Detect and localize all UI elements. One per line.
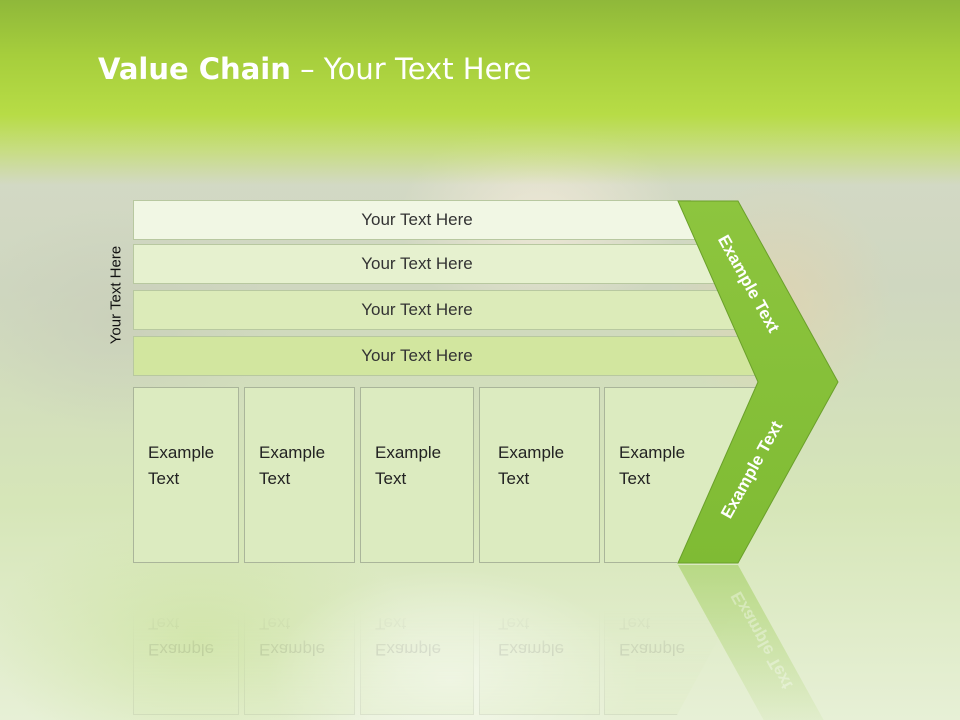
slide-title: Value Chain – Your Text Here bbox=[98, 52, 532, 86]
box-2-line1: Example bbox=[259, 443, 326, 462]
reflection-2: Example Text bbox=[244, 565, 355, 715]
reflection-1-line1: Example bbox=[148, 640, 215, 659]
bar-4-label: Your Text Here bbox=[361, 346, 473, 365]
reflection-4: Example Text bbox=[479, 565, 600, 715]
bar-4: Your Text Here bbox=[133, 336, 785, 376]
box-2-line2: Text bbox=[259, 469, 291, 488]
reflection-3-line2: Text bbox=[375, 614, 407, 633]
reflection-5-line2: Text bbox=[619, 614, 651, 633]
box-1-line2: Text bbox=[148, 469, 180, 488]
reflection-5-line1: Example bbox=[619, 640, 686, 659]
reflection-1-line2: Text bbox=[148, 614, 180, 633]
bar-1-label: Your Text Here bbox=[361, 210, 473, 229]
bar-3-label: Your Text Here bbox=[361, 300, 473, 319]
reflection-2-line2: Text bbox=[259, 614, 291, 633]
bar-2: Your Text Here bbox=[133, 244, 737, 284]
header-band bbox=[0, 0, 960, 185]
box-5-line2: Text bbox=[619, 469, 651, 488]
bar-1: Your Text Here bbox=[133, 200, 713, 240]
vertical-label: Your Text Here bbox=[103, 246, 129, 344]
box-3-line1: Example bbox=[375, 443, 442, 462]
box-4-line2: Text bbox=[498, 469, 530, 488]
reflection-3-line1: Example bbox=[375, 640, 442, 659]
bar-2-label: Your Text Here bbox=[361, 254, 473, 273]
reflection-4-line2: Text bbox=[498, 614, 530, 633]
box-4-line1: Example bbox=[498, 443, 565, 462]
box-3-line2: Text bbox=[375, 469, 407, 488]
reflection-2-line1: Example bbox=[259, 640, 326, 659]
reflection-1: Example Text bbox=[133, 565, 239, 715]
chevron-reflection-text: Example Text bbox=[727, 588, 797, 693]
reflection-3: Example Text bbox=[360, 565, 474, 715]
title-bold: Value Chain bbox=[98, 52, 291, 86]
reflection-5: Example Text bbox=[604, 565, 759, 715]
box-1-line1: Example bbox=[148, 443, 215, 462]
vertical-label-text: Your Text Here bbox=[107, 245, 125, 345]
title-rest: – Your Text Here bbox=[290, 52, 532, 86]
box-5-line1: Example bbox=[619, 443, 686, 462]
bar-3: Your Text Here bbox=[133, 290, 761, 330]
reflection-4-line1: Example bbox=[498, 640, 565, 659]
